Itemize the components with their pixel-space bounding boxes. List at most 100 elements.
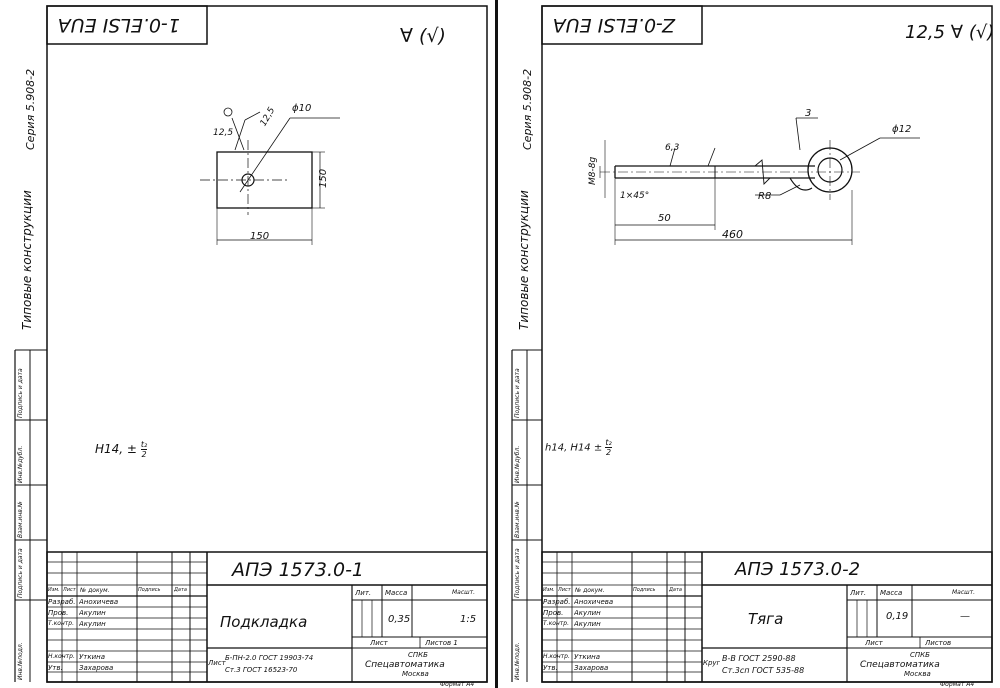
part-name: Тяга	[748, 610, 784, 628]
sig-col-change: Изм.	[543, 587, 555, 593]
dim-height-150: 150	[318, 168, 329, 188]
dim-roughness-63: 6,3	[665, 143, 680, 153]
tolerance-denominator: 2	[141, 450, 147, 459]
dim-number-3: 3	[805, 108, 812, 119]
sheet-divider	[495, 0, 498, 688]
material-line-2: Ст.3 ГОСТ 16523-70	[225, 666, 298, 674]
roughness-mark: ∀ (√)	[400, 25, 446, 47]
sig-role-checked: Пров.	[48, 609, 69, 617]
dim-chamfer: 1×45°	[620, 191, 650, 201]
sig-name-checked: Акулин	[574, 609, 601, 617]
typical-constructions-label: Типовые конструкции	[517, 190, 531, 330]
sheets-label: Листов	[925, 639, 952, 647]
sig-name-approved: Захарова	[574, 664, 609, 672]
typical-constructions-label: Типовые конструкции	[20, 190, 34, 330]
sig-col-sheet: Лист	[63, 587, 76, 593]
sig-name-ncontrol: Уткина	[79, 653, 105, 661]
scale-label: Масшт.	[952, 589, 976, 596]
org-line-3: Москва	[904, 670, 931, 678]
tolerance-numerator: t₂	[140, 440, 148, 450]
side-label-inv-dup: Инв.№дубл.	[514, 445, 521, 483]
tolerance-numerator: t₂	[605, 438, 612, 448]
sig-role-ncontrol: Н.контр.	[543, 653, 570, 660]
side-label-replace-inv: Взам.инв.№	[514, 501, 521, 538]
scale-label: Масшт.	[452, 589, 476, 596]
sig-col-signature: Подпись	[138, 587, 161, 593]
sheet-frame-right	[511, 5, 993, 683]
sig-role-developer: Разраб.	[543, 598, 571, 606]
format-label: Формат А4	[940, 681, 975, 688]
material-line-1: В-В ГОСТ 2590-88	[722, 654, 796, 663]
scale-value: 1:5	[460, 614, 477, 625]
sig-role-checked: Пров.	[543, 609, 564, 617]
tolerance-main: h14, H14 ±	[545, 442, 603, 454]
sig-col-date: Дата	[174, 587, 187, 593]
sig-col-doc: № докум.	[80, 587, 110, 594]
sig-col-doc: № докум.	[575, 587, 605, 594]
format-label: Формат А4	[440, 681, 475, 688]
sig-name-developer: Анохичева	[574, 598, 614, 606]
top-code-box: Z-0.ELSI EUA	[552, 14, 675, 36]
lit-label: Лит.	[355, 589, 372, 597]
drawing-sheet-right: Типовые конструкции Серия 5.908-2 Z-0.EL…	[500, 0, 1000, 688]
part-name: Подкладка	[220, 613, 308, 631]
dim-thread-m8: М8-8g	[588, 156, 598, 185]
sig-name-tcontrol: Акулин	[574, 620, 601, 628]
sig-col-sheet: Лист	[558, 587, 571, 593]
sig-name-tcontrol: Акулин	[79, 620, 106, 628]
side-label-sign-date-1: Подпись и дата	[17, 548, 24, 598]
sig-name-ncontrol: Уткина	[574, 653, 600, 661]
side-label-replace-inv: Взам.инв.№	[17, 501, 24, 538]
sig-role-ncontrol: Н.контр.	[48, 653, 75, 660]
dim-diameter-12: ϕ12	[892, 124, 912, 135]
sig-role-tcontrol: Т.контр.	[48, 620, 75, 627]
sig-role-developer: Разраб.	[48, 598, 76, 606]
side-label-sign-date-2: Подпись и дата	[514, 368, 521, 418]
series-label: Серия 5.908-2	[521, 68, 534, 150]
org-line-2: Спецавтоматика	[860, 660, 940, 670]
side-label-sign-date-1: Подпись и дата	[514, 548, 521, 598]
tolerance-note: h14, H14 ± t₂ 2	[545, 438, 612, 457]
top-code-box: 1-0.ELSI EUA	[57, 14, 180, 36]
side-label-inv-orig: Инв.№подл.	[514, 642, 521, 680]
dim-roughness-a: 12,5	[213, 128, 234, 138]
org-line-2: Спецавтоматика	[365, 660, 445, 670]
series-label: Серия 5.908-2	[24, 68, 37, 150]
mass-value: 0,19	[886, 611, 909, 622]
side-label-inv-dup: Инв.№дубл.	[17, 445, 24, 483]
sig-col-change: Изм.	[48, 587, 60, 593]
mass-value: 0,35	[388, 614, 411, 625]
material-line-2: Ст.3сп ГОСТ 535-88	[722, 666, 805, 675]
dim-width-150: 150	[250, 231, 270, 242]
mass-label: Масса	[385, 589, 408, 597]
dim-diameter-10: ϕ10	[292, 103, 312, 114]
dim-radius-r8: R8	[758, 191, 772, 202]
sig-name-checked: Акулин	[79, 609, 106, 617]
sheet-frame-left	[14, 5, 488, 683]
sheet-label: Лист	[370, 639, 388, 647]
sig-name-developer: Анохичева	[79, 598, 119, 606]
drawing-sheet-left: Типовые конструкции Серия 5.908-2 1-0.EL…	[0, 0, 495, 688]
sig-role-approved: Утв.	[543, 664, 558, 672]
drawing-code: АПЭ 1573.0-1	[232, 559, 365, 581]
dim-length-460: 460	[722, 228, 743, 241]
sig-role-approved: Утв.	[48, 664, 63, 672]
sheets-label: Листов 1	[425, 639, 458, 647]
material-prefix: Лист	[208, 659, 226, 667]
sig-col-date: Дата	[669, 587, 682, 593]
material-prefix: Круг	[703, 659, 721, 667]
org-line-1: СПКБ	[408, 651, 428, 659]
mass-label: Масса	[880, 589, 903, 597]
tolerance-main: H14, ±	[95, 442, 137, 456]
scale-value: —	[960, 611, 970, 622]
roughness-mark: 12,5 ∀ (√)	[905, 22, 995, 43]
sig-col-signature: Подпись	[633, 587, 656, 593]
sig-name-approved: Захарова	[79, 664, 114, 672]
side-label-inv-orig: Инв.№подл.	[17, 642, 24, 680]
org-line-1: СПКБ	[910, 651, 930, 659]
tolerance-denominator: 2	[606, 448, 612, 457]
sheet-label: Лист	[865, 639, 883, 647]
dim-length-50: 50	[658, 213, 671, 224]
tolerance-note: H14, ± t₂ 2	[95, 440, 148, 459]
material-line-1: Б-ПН-2.0 ГОСТ 19903-74	[225, 654, 314, 662]
